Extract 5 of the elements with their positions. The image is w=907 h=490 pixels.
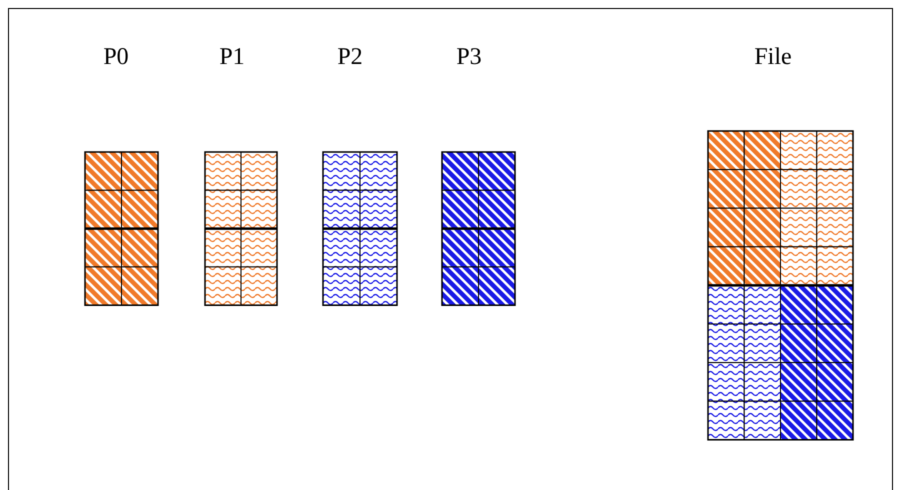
grid-heading: P3 — [456, 44, 482, 71]
grid-heading: P0 — [103, 44, 129, 71]
grid-heading: File — [754, 44, 792, 71]
grid-heading: P1 — [219, 44, 245, 71]
grid-heading: P2 — [337, 44, 363, 71]
